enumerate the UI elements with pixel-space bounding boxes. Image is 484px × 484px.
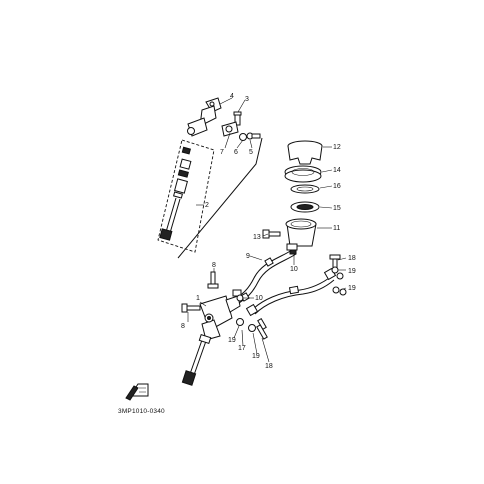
front-direction-arrow-icon <box>125 383 149 401</box>
section-divider-line <box>177 137 263 259</box>
label-8-lower: 8 <box>181 323 185 330</box>
label-8-upper: 8 <box>212 262 216 269</box>
bolt-13 <box>262 229 281 239</box>
part-labels: 1 2 3 4 5 6 7 8 8 9 10 10 11 12 13 14 15… <box>181 93 356 370</box>
label-3: 3 <box>245 96 249 103</box>
small-fittings-upper <box>221 111 261 141</box>
banjo-bolt-lower <box>236 317 268 340</box>
label-18-lower: 18 <box>265 363 273 370</box>
label-19-c: 19 <box>228 337 236 344</box>
reservoir-cap-stack <box>284 140 323 213</box>
drawing-code: 3MP1010-0340 <box>118 408 165 415</box>
label-15: 15 <box>333 205 341 212</box>
master-cylinder-upper-part <box>187 97 222 137</box>
piston-kit-dashed-box <box>157 139 215 253</box>
master-cylinder-body <box>199 289 244 341</box>
label-12: 12 <box>333 144 341 151</box>
label-11: 11 <box>333 225 340 232</box>
bolts-8 <box>181 271 219 313</box>
label-9: 9 <box>246 253 250 260</box>
brake-line-hose-inner <box>254 279 335 315</box>
label-1: 1 <box>196 295 200 302</box>
label-4: 4 <box>230 93 234 100</box>
brake-line-hose <box>251 275 333 311</box>
brake-line-fittings <box>245 267 337 317</box>
reservoir-hose-inner <box>237 253 297 305</box>
label-6: 6 <box>234 149 238 156</box>
label-2: 2 <box>205 202 209 209</box>
leader-lines <box>187 97 347 363</box>
label-13: 13 <box>253 234 261 241</box>
label-19-d: 19 <box>252 353 260 360</box>
label-7: 7 <box>220 149 224 156</box>
label-18-upper: 18 <box>348 255 356 262</box>
label-5: 5 <box>249 149 253 156</box>
reservoir-body <box>285 218 317 255</box>
label-10-lower: 10 <box>255 295 263 302</box>
label-19-a: 19 <box>348 268 356 275</box>
label-19-b: 19 <box>348 285 356 292</box>
label-16: 16 <box>333 183 341 190</box>
label-14: 14 <box>333 167 341 174</box>
push-rod <box>181 333 212 386</box>
label-17: 17 <box>238 345 246 352</box>
piston-kit-part <box>159 146 192 241</box>
label-10-upper: 10 <box>290 266 298 273</box>
